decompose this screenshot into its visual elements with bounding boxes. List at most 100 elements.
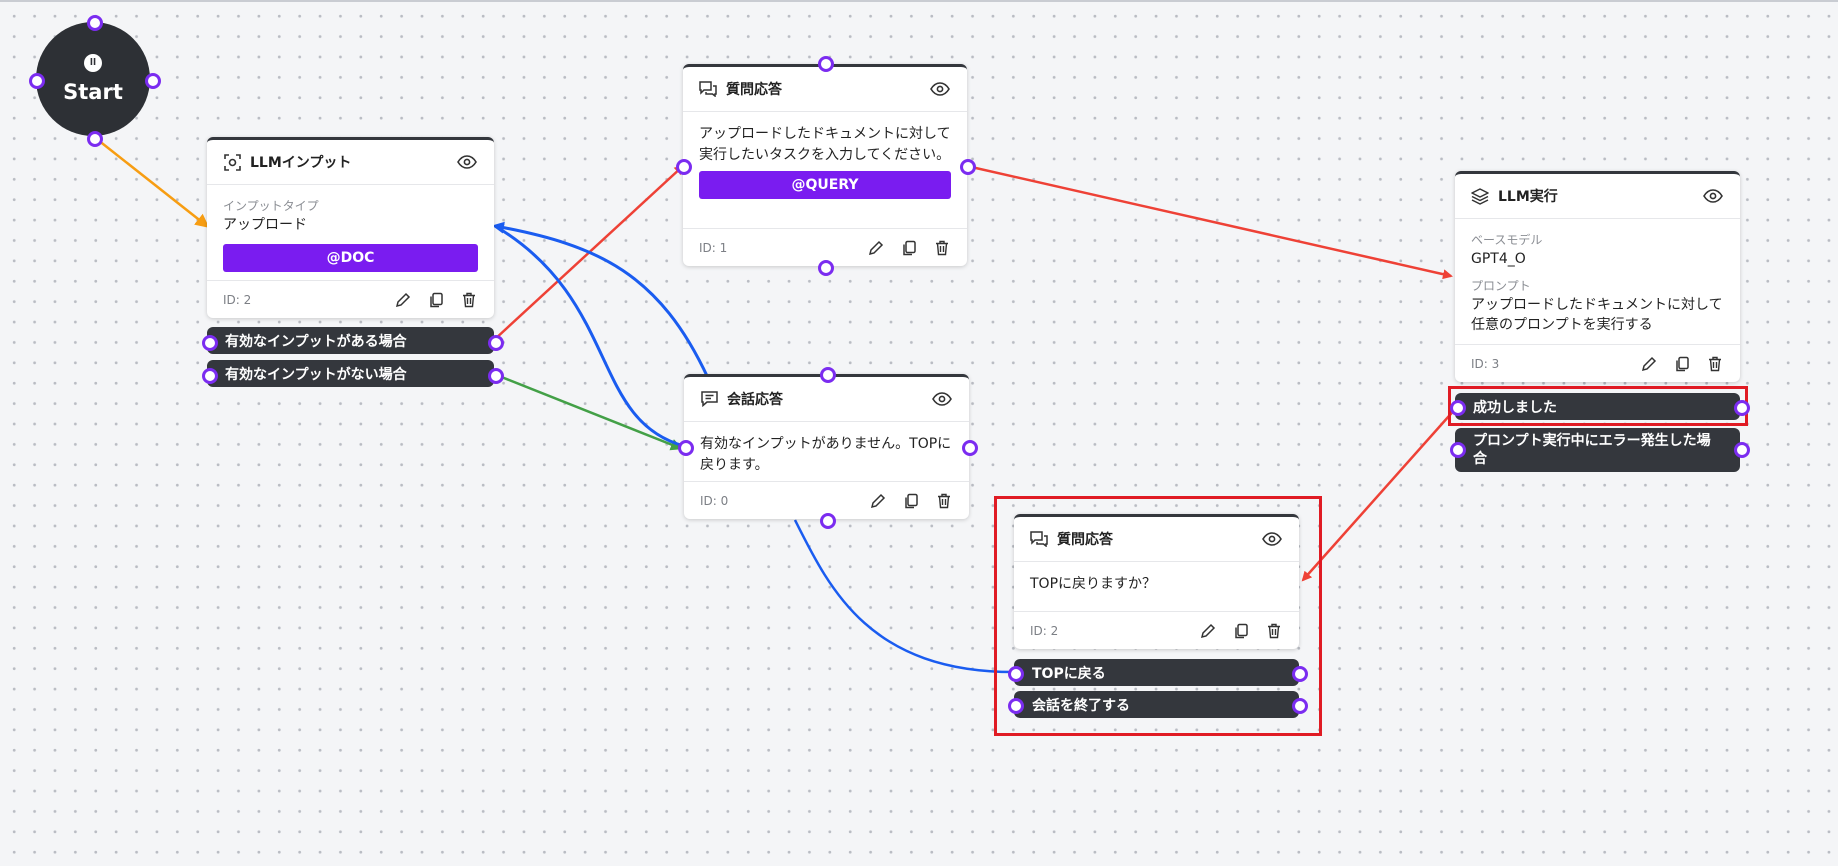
eye-icon[interactable] — [1702, 188, 1724, 204]
node-id: ID: 1 — [699, 240, 728, 255]
node-title: LLM実行 — [1498, 189, 1558, 205]
trash-icon[interactable] — [1263, 620, 1285, 642]
connection-handle[interactable] — [87, 131, 103, 147]
node-id: ID: 0 — [700, 493, 729, 508]
edge-qa-to-llm-exec[interactable] — [966, 164, 1453, 280]
connection-handle[interactable] — [202, 368, 218, 384]
trash-icon[interactable] — [1704, 353, 1726, 375]
connection-handle[interactable] — [1008, 666, 1024, 682]
question-answer-icon — [699, 80, 717, 98]
connection-handle[interactable] — [818, 260, 834, 276]
layers-icon — [1471, 187, 1489, 205]
edge-success-to-qa-bottom[interactable] — [1301, 406, 1458, 582]
branch-label: TOPに戻る — [1032, 665, 1106, 682]
copy-icon[interactable] — [900, 490, 922, 512]
connection-handle[interactable] — [678, 440, 694, 456]
branch-label: プロンプト実行中にエラー発生した場合 — [1473, 433, 1711, 467]
copy-icon[interactable] — [425, 289, 447, 311]
input-type-value: アップロード — [223, 217, 307, 233]
branch-return-top[interactable]: TOPに戻る — [1014, 659, 1299, 686]
pencil-icon[interactable] — [392, 289, 414, 311]
start-node[interactable]: ll Start — [36, 22, 150, 136]
connection-handle[interactable] — [488, 335, 504, 351]
llm-input-node[interactable]: LLMインプット インプットタイプ アップロード @DOC ID: 2 — [207, 137, 494, 318]
connection-handle[interactable] — [202, 335, 218, 351]
node-title: LLMインプット — [250, 155, 352, 171]
connection-handle[interactable] — [1008, 698, 1024, 714]
canvas-top-border — [0, 0, 1838, 2]
branch-label: 有効なインプットがない場合 — [225, 366, 407, 383]
connection-handle[interactable] — [1292, 666, 1308, 682]
prompt-value: アップロードしたドキュメントに対して任意のプロンプトを実行する — [1471, 297, 1723, 333]
branch-label: 会話を終了する — [1032, 697, 1130, 714]
connection-handle[interactable] — [962, 440, 978, 456]
connection-handle[interactable] — [820, 367, 836, 383]
edge-start-to-llm-input[interactable] — [97, 139, 210, 228]
node-header: LLMインプット — [207, 140, 494, 185]
eye-icon[interactable] — [1261, 531, 1283, 547]
node-header: 会話応答 — [684, 377, 969, 422]
qa-node-bottom[interactable]: 質問応答 TOPに戻りますか？ ID: 2 — [1014, 514, 1299, 649]
start-icon: ll — [84, 54, 102, 72]
eye-icon[interactable] — [931, 391, 953, 407]
branch-invalid-input[interactable]: 有効なインプットがない場合 — [207, 360, 494, 387]
node-header: 質問応答 — [1014, 517, 1299, 562]
branch-prompt-error[interactable]: プロンプト実行中にエラー発生した場合 — [1455, 428, 1740, 472]
edge-invalid-to-conversation[interactable] — [493, 372, 683, 451]
connection-handle[interactable] — [87, 15, 103, 31]
node-id: ID: 3 — [1471, 356, 1500, 371]
highlight-box-qa-bottom — [994, 496, 1322, 736]
prompt-label: プロンプト — [1471, 279, 1531, 293]
pencil-icon[interactable] — [865, 237, 887, 259]
qa-message: アップロードしたドキュメントに対して実行したいタスクを入力してください。 — [699, 126, 951, 163]
node-title: 質問応答 — [726, 82, 782, 98]
node-id: ID: 2 — [223, 292, 252, 307]
eye-icon[interactable] — [456, 154, 478, 170]
eye-icon[interactable] — [929, 81, 951, 97]
connection-handle[interactable] — [676, 159, 692, 175]
connection-handle[interactable] — [960, 159, 976, 175]
branch-end-conversation[interactable]: 会話を終了する — [1014, 691, 1299, 718]
input-type-label: インプットタイプ — [223, 199, 319, 213]
qa-node-top[interactable]: 質問応答 アップロードしたドキュメントに対して実行したいタスクを入力してください… — [683, 64, 967, 266]
highlight-box-success — [1448, 386, 1748, 426]
start-label: Start — [63, 80, 123, 104]
trash-icon[interactable] — [933, 490, 955, 512]
model-value: GPT4_O — [1471, 251, 1526, 267]
query-variable-button[interactable]: @QUERY — [699, 171, 951, 199]
copy-icon[interactable] — [898, 237, 920, 259]
branch-valid-input[interactable]: 有効なインプットがある場合 — [207, 327, 494, 354]
connection-handle[interactable] — [488, 368, 504, 384]
qa-message: TOPに戻りますか？ — [1030, 576, 1157, 592]
conversation-message: 有効なインプットがありません。TOPに戻ります。 — [700, 436, 952, 473]
llm-input-icon — [223, 153, 241, 171]
trash-icon[interactable] — [458, 289, 480, 311]
copy-icon[interactable] — [1671, 353, 1693, 375]
pencil-icon[interactable] — [1197, 620, 1219, 642]
edge-conversation-to-llm-input-a[interactable] — [492, 221, 710, 379]
branch-label: 成功しました — [1473, 399, 1557, 416]
pencil-icon[interactable] — [1638, 353, 1660, 375]
connection-handle[interactable] — [1292, 698, 1308, 714]
copy-icon[interactable] — [1230, 620, 1252, 642]
branch-success[interactable]: 成功しました — [1455, 393, 1740, 420]
question-answer-icon — [1030, 530, 1048, 548]
connection-handle[interactable] — [1450, 400, 1466, 416]
branch-label: 有効なインプットがある場合 — [225, 333, 407, 350]
llm-exec-node[interactable]: LLM実行 ベースモデル GPT4_O プロンプト アップロードしたドキュメント… — [1455, 171, 1740, 382]
edge-conversation-to-llm-input-b[interactable] — [494, 224, 685, 448]
node-title: 会話応答 — [727, 392, 783, 408]
trash-icon[interactable] — [931, 237, 953, 259]
pencil-icon[interactable] — [867, 490, 889, 512]
connection-handle[interactable] — [145, 73, 161, 89]
connection-handle[interactable] — [820, 513, 836, 529]
connection-handle[interactable] — [1450, 442, 1466, 458]
connection-handle[interactable] — [29, 73, 45, 89]
node-id: ID: 2 — [1030, 623, 1059, 638]
connection-handle[interactable] — [1734, 442, 1750, 458]
connection-handle[interactable] — [1734, 400, 1750, 416]
conversation-node[interactable]: 会話応答 有効なインプットがありません。TOPに戻ります。 ID: 0 — [684, 374, 969, 519]
edge-top-return-to-conversation[interactable] — [793, 519, 1015, 674]
doc-variable-button[interactable]: @DOC — [223, 244, 478, 272]
connection-handle[interactable] — [818, 56, 834, 72]
